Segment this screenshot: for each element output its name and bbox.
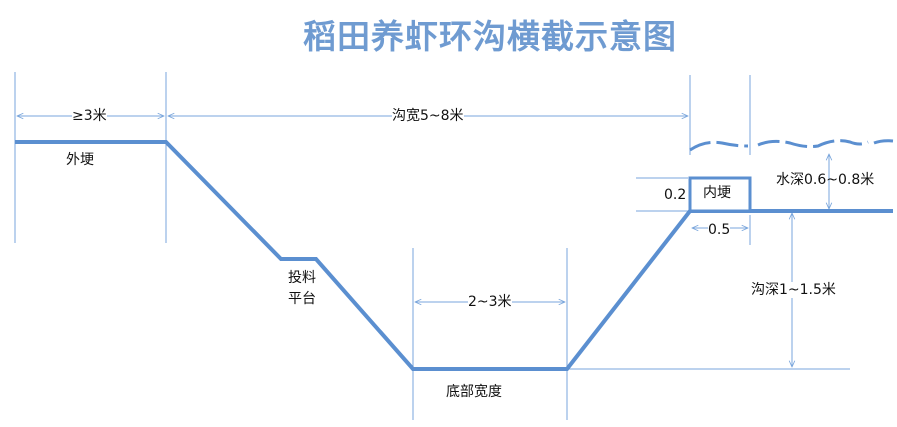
label-feeding-platform-line1: 投料 bbox=[288, 270, 316, 286]
label-water-depth: 水深0.6~0.8米 bbox=[776, 172, 875, 188]
label-ditch-depth: 沟深1~1.5米 bbox=[751, 282, 836, 298]
diagram-title: 稻田养虾环沟横截示意图 bbox=[303, 17, 677, 56]
guide-lines bbox=[14, 72, 850, 420]
ditch-profile-line bbox=[15, 140, 893, 371]
dimension-arrows bbox=[17, 116, 829, 367]
label-bottom-span: 2~3米 bbox=[468, 294, 512, 310]
label-outer-width: ≥3米 bbox=[72, 108, 107, 124]
label-ditch-width: 沟宽5~8米 bbox=[392, 108, 464, 124]
label-outer-ridge: 外埂 bbox=[66, 152, 94, 168]
label-inner-width: 0.5 bbox=[708, 222, 731, 238]
label-feeding-platform-line2: 平台 bbox=[288, 291, 316, 307]
label-bottom-width: 底部宽度 bbox=[446, 384, 502, 400]
inner-ridge-box bbox=[688, 176, 752, 213]
water-surface-line bbox=[689, 139, 894, 152]
label-inner-ridge: 内埂 bbox=[703, 185, 731, 201]
label-inner-height: 0.2 bbox=[664, 187, 687, 203]
